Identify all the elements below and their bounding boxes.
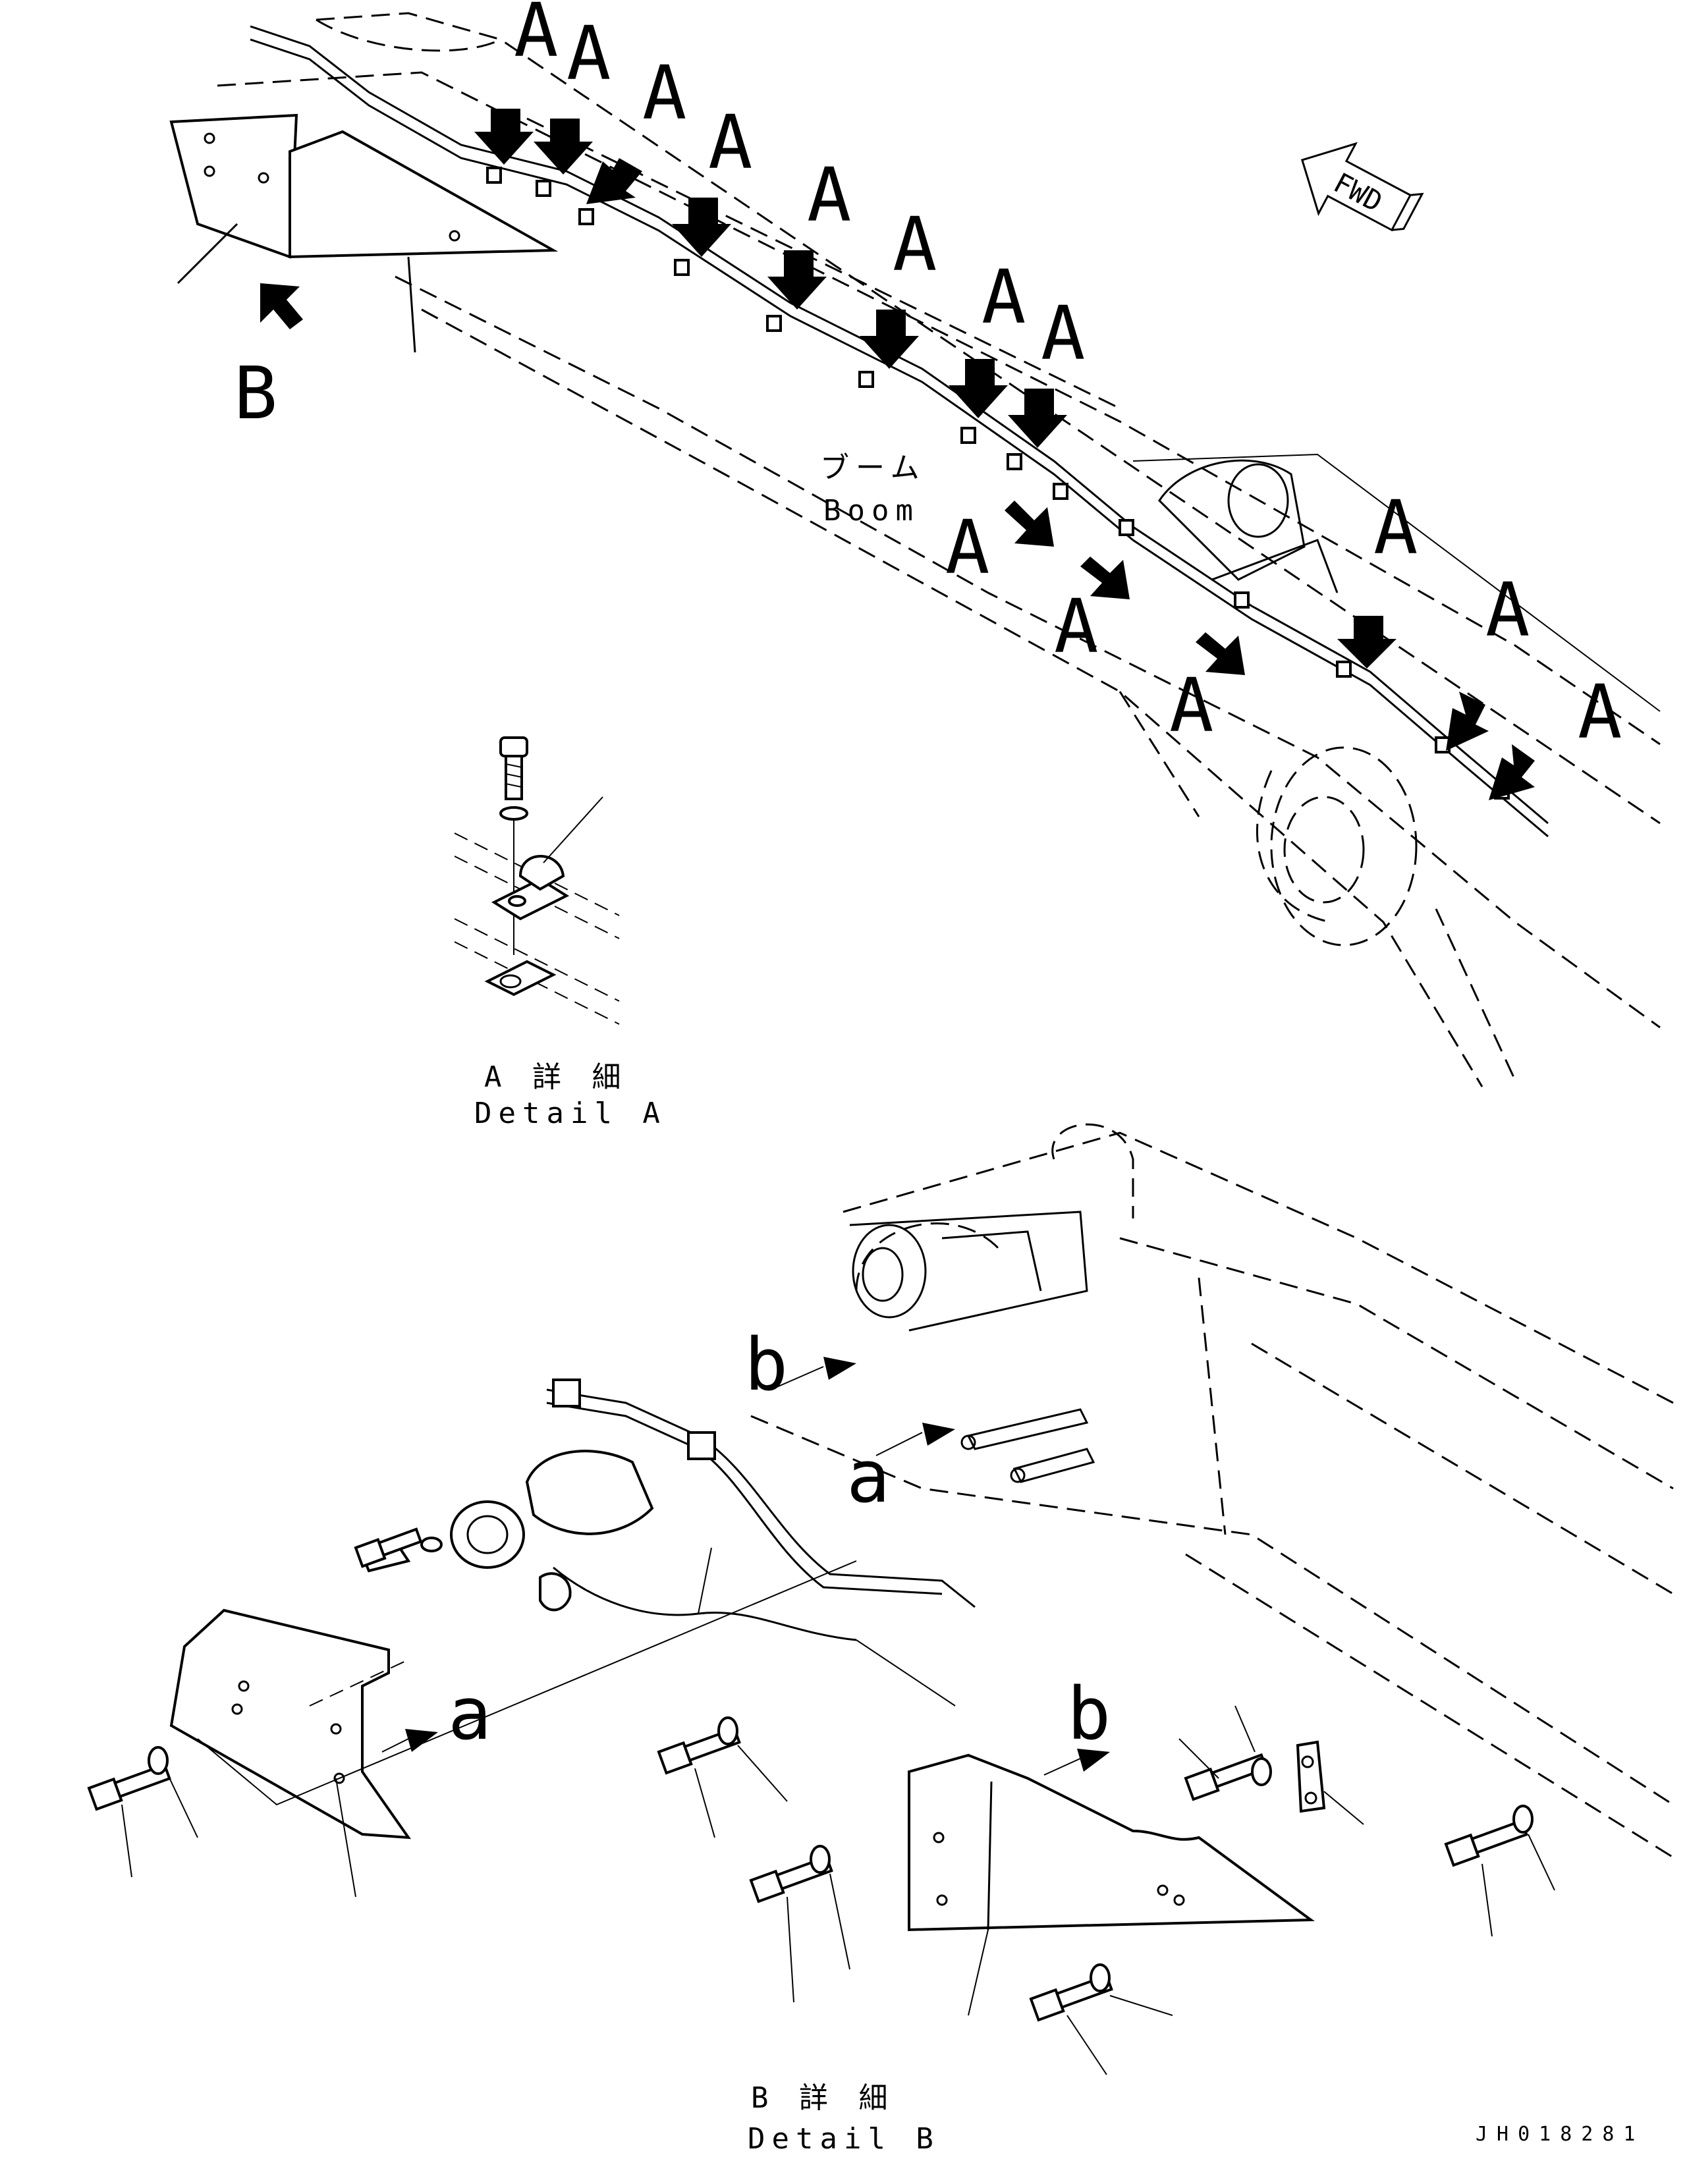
boom-outline [217,12,1661,1087]
bolts-and-washers [87,1527,1555,2075]
section-label-b: B [234,351,277,435]
arrow-icon [672,198,731,257]
svg-text:A: A [708,100,752,186]
svg-text:A: A [893,202,937,288]
detail-b-title-jp: B 詳 細 [751,2081,894,2115]
svg-text:A: A [1485,568,1530,653]
detail-b-hose [546,1379,976,1641]
guard-plate-right [908,1753,1315,2016]
fwd-arrow-icon: FWD [1300,142,1424,232]
arrow-icon [860,310,919,369]
reference-labels: b a a b [448,1323,1111,1756]
view-arrows-a [474,109,1535,800]
svg-text:A: A [1169,663,1213,749]
arrow-icon [474,109,534,165]
svg-text:b: b [1067,1672,1111,1756]
arrow-icon [586,158,642,204]
svg-text:A: A [807,153,851,238]
guard-plate-upper [169,113,559,353]
boom-foot-pin-boss [1158,459,1418,946]
detail-b-pins [960,1408,1095,1483]
svg-text:A: A [1373,485,1418,571]
drawing-number: JH018281 [1476,2123,1645,2146]
guard-plate-left [169,1560,857,1897]
svg-text:a: a [448,1672,491,1756]
bracket [1296,1740,1364,1825]
arrow-icon [767,250,827,310]
arrow-icon [1446,692,1489,751]
arrow-icon [1196,632,1245,675]
detail-a-clamp [454,736,620,1025]
arrow-icon [1489,744,1535,800]
svg-text:A: A [982,255,1026,341]
detail-a-title-en: Detail A [474,1097,667,1130]
svg-text:A: A [514,0,558,74]
svg-text:A: A [567,11,611,97]
boom-label-jp: ブーム [820,451,926,485]
reference-arrows [381,1357,1110,1776]
arrow-icon [1337,616,1397,669]
svg-text:a: a [846,1434,890,1519]
detail-b-sensor [357,1450,654,1612]
boom-label-en: Boom [823,494,920,528]
section-labels-a: A A A A A A A A A A A A A A [514,0,1622,755]
svg-text:A: A [1578,670,1622,755]
arrow-icon [534,119,593,175]
arrow-icon [949,359,1008,418]
detail-b-structure [750,1123,1674,1859]
svg-text:FWD: FWD [1329,167,1388,219]
detail-a-title-jp: A 詳 細 [484,1060,627,1094]
svg-text:A: A [1054,584,1098,670]
arrow-icon [260,283,303,329]
svg-text:A: A [1041,291,1085,377]
svg-text:A: A [945,505,989,591]
arrow-icon [1005,501,1054,547]
detail-b-title-en: Detail B [748,2122,940,2156]
svg-text:A: A [642,51,686,136]
arrow-icon [1008,389,1067,448]
arrow-icon [1080,557,1130,599]
svg-text:b: b [744,1323,788,1407]
